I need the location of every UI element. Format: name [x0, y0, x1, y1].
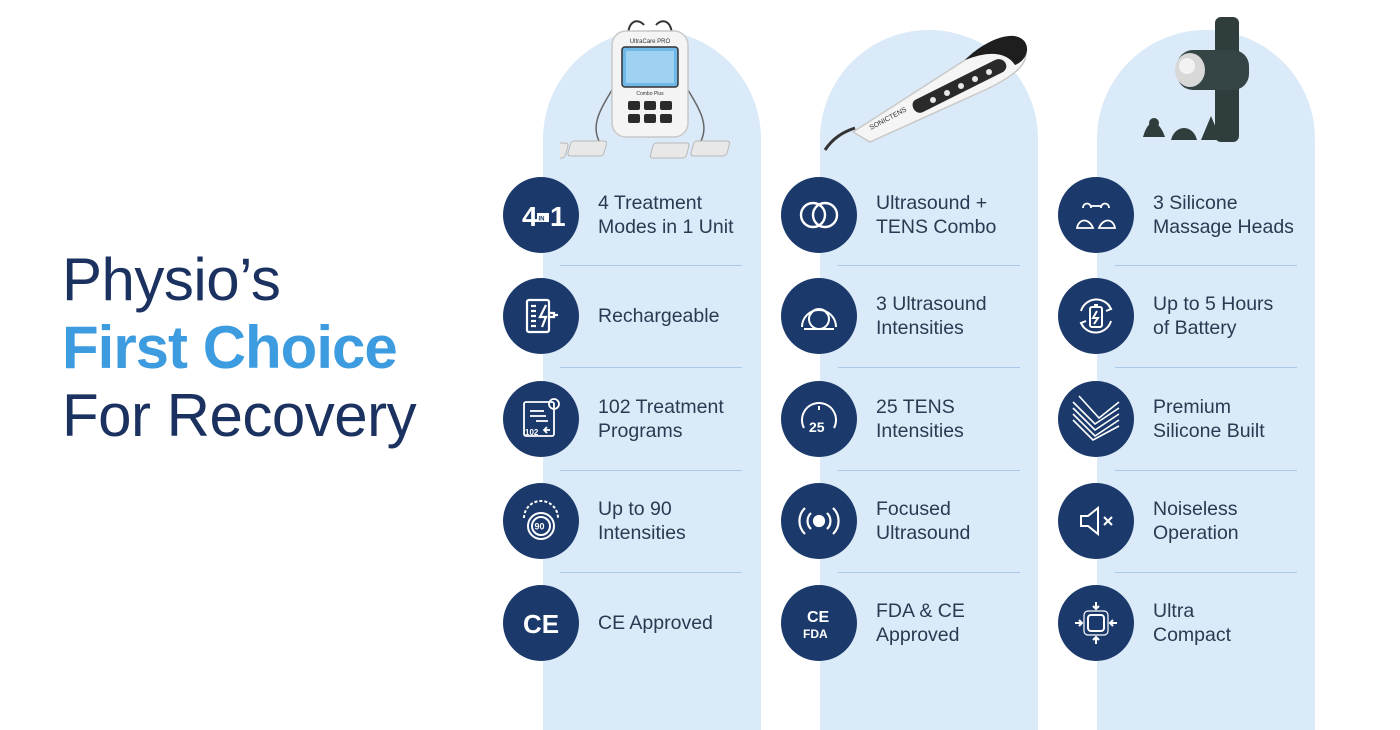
divider — [838, 265, 1020, 266]
ce-fda-icon: CE FDA — [781, 585, 857, 661]
feature-label: Up to 5 Hours of Battery — [1153, 293, 1274, 339]
feature-focused-ultrasound: Focused Ultrasound — [781, 483, 1081, 563]
feature-4-in-1: 4 IN 1 4 Treatment Modes in 1 Unit — [503, 177, 803, 257]
feature-label: Focused Ultrasound — [876, 498, 971, 544]
divider — [838, 572, 1020, 573]
ce-mark-icon: CE — [503, 585, 579, 661]
feature-rechargeable: Rechargeable — [503, 278, 803, 358]
feature-fda-ce-approved: CE FDA FDA & CE Approved — [781, 585, 1081, 665]
dial-25-icon: 25 — [781, 381, 857, 457]
feature-label: 25 TENS Intensities — [876, 396, 964, 442]
feature-battery-hours: Up to 5 Hours of Battery — [1058, 278, 1358, 358]
feature-label: 102 Treatment Programs — [598, 396, 724, 442]
feature-102-programs: 102 102 Treatment Programs — [503, 381, 803, 461]
feature-3-ultrasound-intensities: 3 Ultrasound Intensities — [781, 278, 1081, 358]
massage-heads-icon — [1058, 177, 1134, 253]
device-brand-text: UltraCare PRO — [630, 39, 671, 45]
divider — [838, 367, 1020, 368]
feature-premium-silicone: Premium Silicone Built — [1058, 381, 1358, 461]
divider — [560, 265, 742, 266]
ultrasound-head-icon — [781, 278, 857, 354]
feature-label: 3 Ultrasound Intensities — [876, 293, 987, 339]
feature-label: 4 Treatment Modes in 1 Unit — [598, 192, 734, 238]
intensity-dial-icon: 90 — [503, 483, 579, 559]
compact-icon — [1058, 585, 1134, 661]
divider — [560, 367, 742, 368]
feature-label: CE Approved — [598, 612, 713, 634]
feature-silicone-heads: 3 Silicone Massage Heads — [1058, 177, 1358, 257]
4-in-1-icon: 4 IN 1 — [503, 177, 579, 253]
feature-label: Rechargeable — [598, 305, 720, 327]
icon-text-in: IN — [539, 217, 545, 223]
massage-gun-image — [1143, 17, 1249, 142]
waves-icon — [781, 483, 857, 559]
feature-noiseless: Noiseless Operation — [1058, 483, 1358, 563]
divider — [560, 572, 742, 573]
feature-label: FDA & CE Approved — [876, 600, 965, 646]
divider — [1115, 265, 1297, 266]
battery-cycle-icon — [1058, 278, 1134, 354]
silicone-texture-icon — [1058, 381, 1134, 457]
icon-text-ce-small: CE — [807, 609, 830, 626]
feature-label: Noiseless Operation — [1153, 498, 1239, 544]
divider — [1115, 367, 1297, 368]
column-background-3 — [1097, 30, 1315, 730]
icon-text-four: 4 — [522, 201, 538, 232]
ultracare-pro-device-image: UltraCare PRO Combo Plus — [560, 20, 731, 159]
icon-text-fda: FDA — [803, 627, 828, 641]
feature-25-tens-intensities: 25 25 TENS Intensities — [781, 381, 1081, 461]
mute-speaker-icon — [1058, 483, 1134, 559]
combo-circles-icon — [781, 177, 857, 253]
divider — [838, 470, 1020, 471]
feature-ce-approved: CE CE Approved — [503, 585, 803, 665]
sonictens-device-image: SONICTENS — [823, 35, 1028, 151]
icon-text-90: 90 — [535, 522, 545, 532]
feature-label: Ultrasound + TENS Combo — [876, 192, 997, 238]
headline-line-2: First Choice — [62, 314, 398, 381]
programs-icon: 102 — [503, 381, 579, 457]
feature-label: Ultra Compact — [1153, 600, 1232, 646]
divider — [560, 470, 742, 471]
device-model-text: Combo Plus — [636, 91, 664, 97]
feature-90-intensities: 90 Up to 90 Intensities — [503, 483, 803, 563]
divider — [1115, 470, 1297, 471]
divider — [1115, 572, 1297, 573]
headline-line-1: Physio’s — [62, 246, 281, 313]
feature-ultra-compact: Ultra Compact — [1058, 585, 1358, 665]
feature-label: Up to 90 Intensities — [598, 498, 686, 544]
column-background-2 — [820, 30, 1038, 730]
feature-label: 3 Silicone Massage Heads — [1153, 192, 1294, 238]
feature-ultrasound-tens-combo: Ultrasound + TENS Combo — [781, 177, 1081, 257]
icon-text-ce: CE — [523, 609, 559, 639]
icon-text-102: 102 — [525, 428, 539, 437]
headline-line-3: For Recovery — [62, 382, 417, 449]
feature-label: Premium Silicone Built — [1153, 396, 1265, 442]
rechargeable-battery-icon — [503, 278, 579, 354]
headline: Physio’s First Choice For Recovery — [62, 246, 417, 449]
icon-text-25: 25 — [809, 419, 825, 435]
icon-text-one: 1 — [550, 201, 566, 232]
